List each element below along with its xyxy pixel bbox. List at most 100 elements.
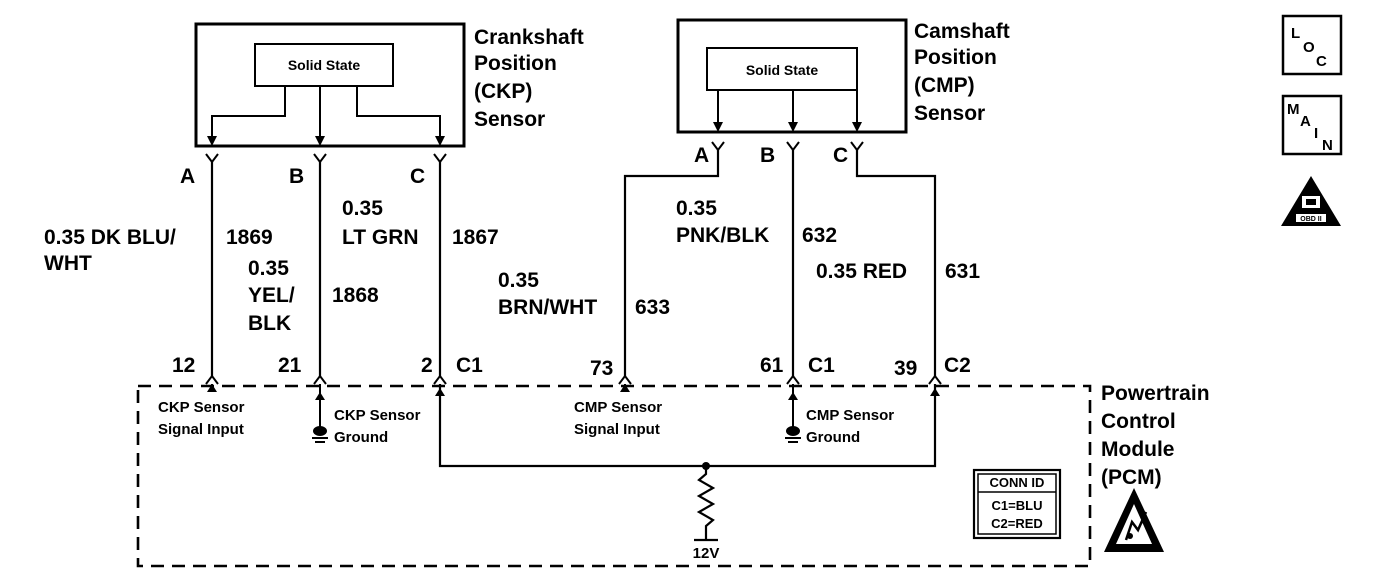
ckp-internal-a: [211, 86, 286, 140]
wire-1867-color: 0.35 LT GRN: [342, 197, 419, 249]
obd-warning-icon: OBD II: [1281, 176, 1341, 226]
ckp-pin-b: B: [289, 165, 304, 188]
cmp-arrow-c-icon: [852, 122, 862, 132]
pcm-pin-39: 39: [894, 357, 917, 380]
cmp-solid-state-label: Solid State: [746, 62, 819, 78]
ckp-sensor-housing: [194, 22, 466, 148]
pcm-connector-c1-left: C1: [456, 354, 483, 377]
ckp-internal-c: [356, 86, 441, 140]
conn-id-c2: C2=RED: [991, 516, 1043, 531]
pcm-name: Powertrain Control Module (PCM): [1101, 382, 1215, 489]
cmp-pin-c: C: [833, 144, 848, 167]
wire-631: [855, 150, 937, 376]
cmp-arrow-b-icon: [788, 122, 798, 132]
conn-id-c1: C1=BLU: [992, 498, 1043, 513]
main-letter-m: M: [1287, 101, 1300, 118]
cmp-arrow-a-icon: [713, 122, 723, 132]
conn-id-box: CONN ID C1=BLU C2=RED: [972, 468, 1062, 540]
wire-631-color: 0.35 RED: [816, 260, 907, 283]
ckp-pin-a: A: [180, 165, 195, 188]
pcm-73-terminal-icon: [618, 374, 632, 385]
loc-box: [1281, 14, 1343, 76]
pcm-pin-12: 12: [172, 354, 195, 377]
ckp-signal-arrow-icon: [207, 384, 217, 392]
pcm-pin-labels: 12 21 2 C1 73 61 C1 39 C2: [172, 354, 971, 380]
pcm-pin-2: 2: [421, 354, 433, 377]
ckp-b-terminal-icon: [313, 153, 327, 164]
ckp-pin-c: C: [410, 165, 425, 188]
main-symbol: M A I N: [1281, 94, 1343, 156]
wire-1869-color: 0.35 DK BLU/ WHT: [44, 226, 182, 275]
wire-631-circuit: 631: [945, 260, 980, 283]
ckp-ground-label: CKP Sensor Ground: [334, 407, 425, 446]
esd-warning-icon: [1104, 488, 1164, 552]
ckp-c-terminal-icon: [433, 153, 447, 164]
cmp-sensor-name: Camshaft Position (CMP) Sensor: [914, 20, 1016, 125]
pcm-connector-c2: C2: [944, 354, 971, 377]
cmp-sensor-housing: [676, 18, 908, 134]
conn-id-inner: [977, 473, 1057, 535]
main-letter-i: I: [1314, 125, 1318, 142]
cmp-a-terminal-icon: [711, 141, 725, 152]
ckp-arrow-a-icon: [207, 136, 217, 146]
wire-632-circuit: 632: [802, 224, 837, 247]
conn-id-title: CONN ID: [990, 475, 1045, 490]
harness-wires: [210, 150, 937, 376]
main-letter-n: N: [1322, 137, 1333, 154]
cmp-ground-icon: [786, 426, 800, 436]
cmp-sensor: Solid State Camshaft Position (CMP) Sens…: [676, 18, 1016, 167]
wire-633: [623, 150, 720, 376]
pcm-pin-21: 21: [278, 354, 302, 377]
cmp-c-terminal-icon: [850, 141, 864, 152]
cmp-c-arrow-icon: [930, 388, 940, 396]
supply-12v-label: 12V: [693, 545, 720, 562]
obd-label: OBD II: [1300, 216, 1321, 223]
wire-1868-color: 0.35 YEL/ BLK: [248, 257, 301, 335]
cmp-pin-b: B: [760, 144, 775, 167]
cmp-solid-state-box: [706, 47, 858, 91]
pcm-pin-73: 73: [590, 357, 613, 380]
wire-1867-circuit: 1867: [452, 226, 499, 249]
cmp-b-terminal-icon: [786, 141, 800, 152]
ckp-arrow-c-icon: [435, 136, 445, 146]
loc-letter-c: C: [1316, 53, 1327, 70]
loc-letter-l: L: [1291, 25, 1300, 42]
ckp-sensor-name: Crankshaft Position (CKP) Sensor: [474, 26, 590, 131]
pcm-dashed-outline: [136, 384, 1092, 568]
pcm-connector-c1-right: C1: [808, 354, 835, 377]
loc-symbol: L O C: [1281, 14, 1343, 76]
conn-id-outer: [972, 468, 1062, 540]
ckp-ground-arrow-icon: [315, 392, 325, 400]
wire-633-color: 0.35 BRN/WHT: [498, 269, 597, 319]
pcm-pin-61: 61: [760, 354, 784, 377]
wire-labels: 0.35 DK BLU/ WHT 1869 0.35 YEL/ BLK 1868…: [44, 197, 980, 335]
cmp-ground-label: CMP Sensor Ground: [806, 407, 898, 446]
cmp-signal-input-label: CMP Sensor Signal Input: [574, 399, 666, 438]
pcm-61-terminal-icon: [786, 374, 800, 385]
cmp-signal-arrow-icon: [620, 384, 630, 392]
cmp-pin-a: A: [694, 144, 709, 167]
pcm-12-terminal-icon: [205, 374, 219, 385]
pcm-module: 12V CKP Sensor Signal Input CKP Sensor G…: [136, 382, 1215, 568]
wire-633-circuit: 633: [635, 296, 670, 319]
wire-1868-circuit: 1868: [332, 284, 379, 307]
pcm-21-terminal-icon: [313, 374, 327, 385]
cmp-ground-arrow-icon: [788, 392, 798, 400]
wire-632-color: 0.35 PNK/BLK: [676, 197, 769, 247]
ckp-arrow-b-icon: [315, 136, 325, 146]
ckp-solid-state-box: [254, 43, 394, 87]
main-letter-a: A: [1300, 113, 1311, 130]
ckp-ground-icon: [313, 426, 327, 436]
pull-up-resistor-icon: [696, 466, 716, 540]
pcm-39-terminal-icon: [928, 374, 942, 385]
wire-1869-circuit: 1869: [226, 226, 273, 249]
main-box: [1281, 94, 1343, 156]
ckp-solid-state-label: Solid State: [288, 57, 361, 73]
ckp-sensor: Solid State Crankshaft Position (CKP) Se…: [180, 22, 590, 188]
loc-letter-o: O: [1303, 39, 1315, 56]
signal-bus: [438, 384, 937, 468]
ckp-signal-input-label: CKP Sensor Signal Input: [158, 399, 249, 438]
ckp-c-arrow-icon: [435, 388, 445, 396]
ckp-a-terminal-icon: [205, 153, 219, 164]
